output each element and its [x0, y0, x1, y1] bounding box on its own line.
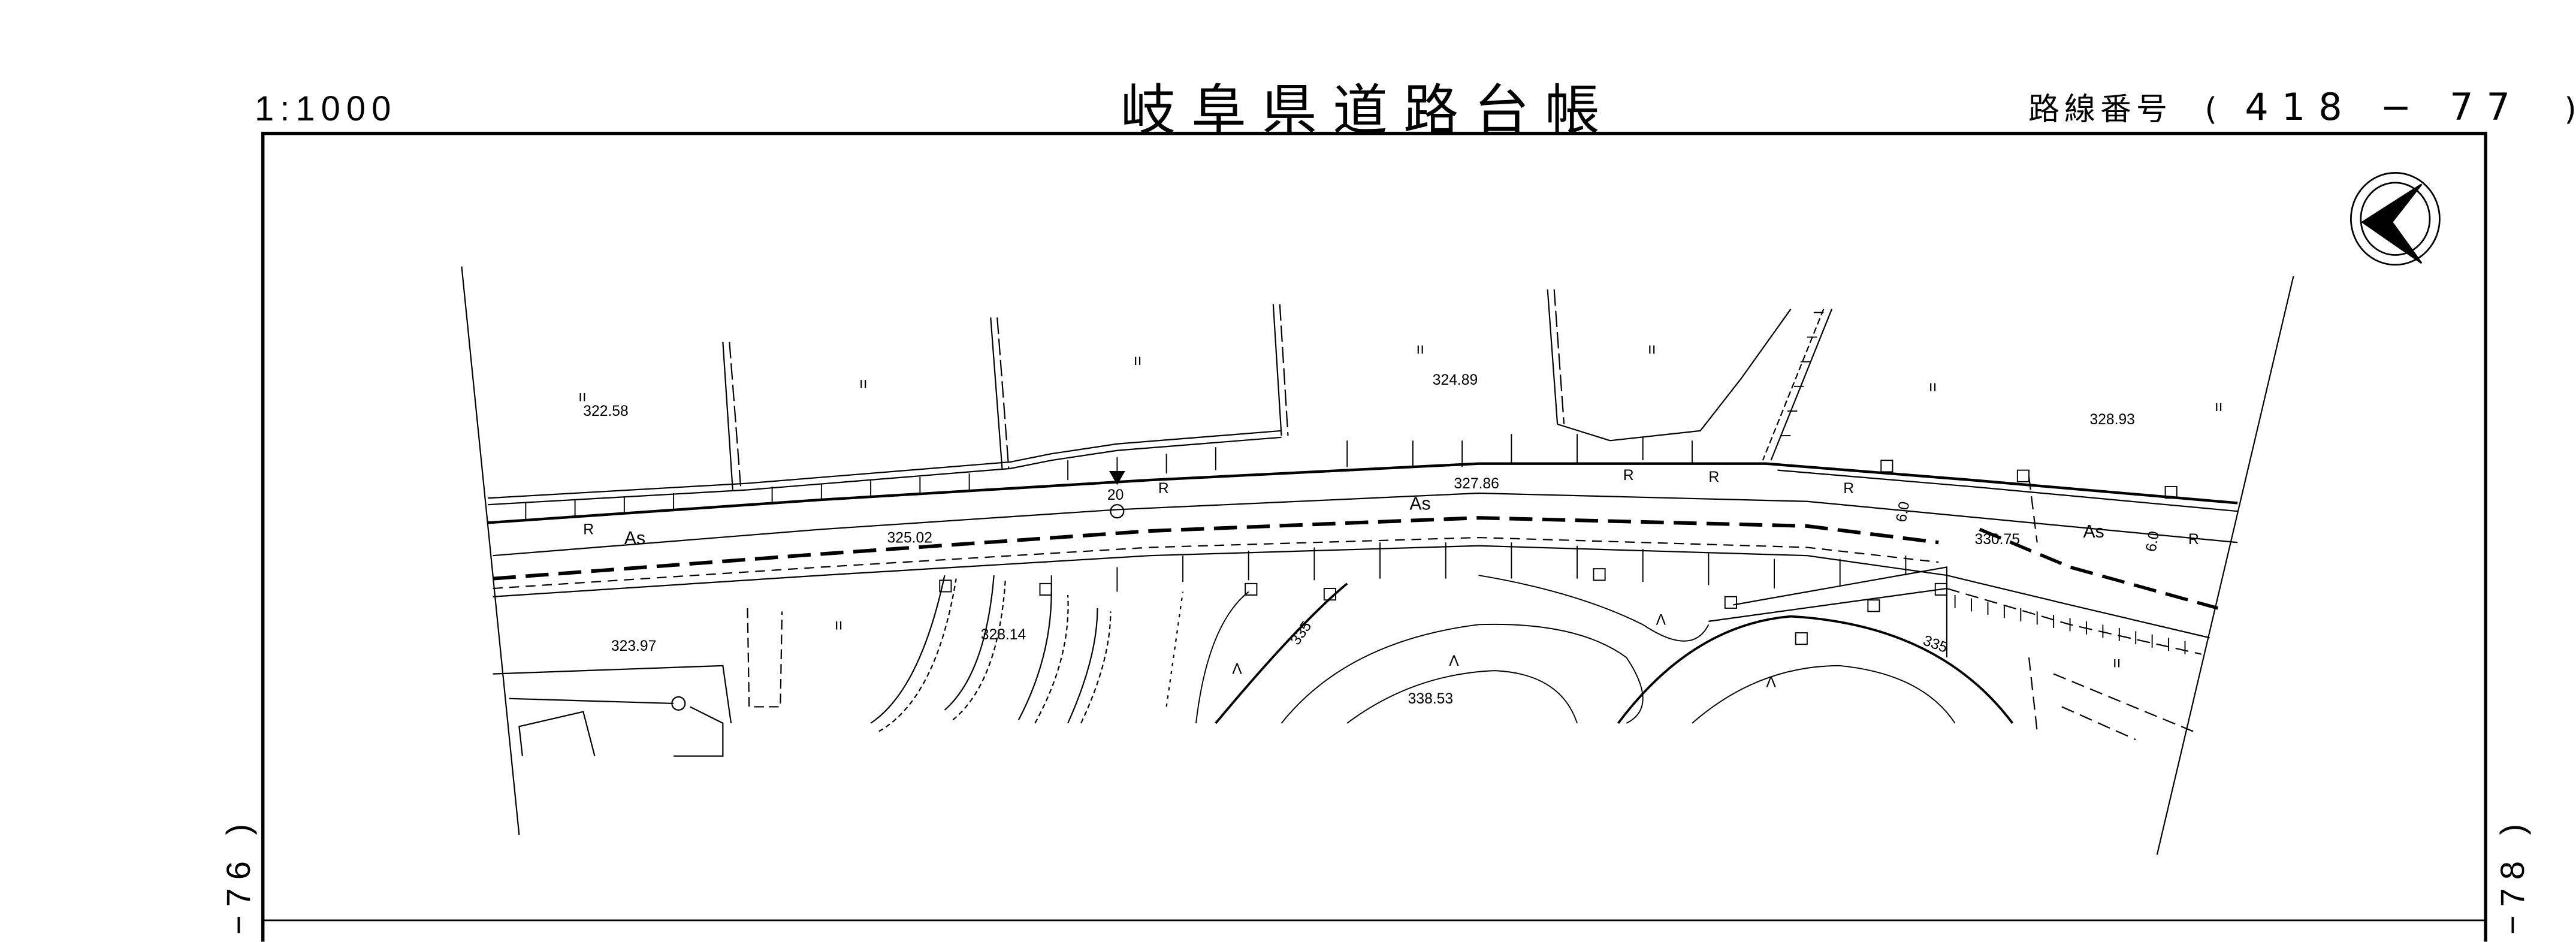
contour-lines — [1195, 575, 2014, 724]
land-use-mark: ıı — [1416, 341, 1424, 357]
land-use-mark: ıı — [578, 388, 587, 404]
sheet-boundary — [461, 266, 2294, 855]
road-mark: R — [1843, 481, 1854, 497]
contour-label: 335 — [1921, 633, 1950, 656]
elevation-label: 325.02 — [887, 530, 932, 546]
land-use-mark: Λ — [1232, 662, 1242, 678]
scale-label: 1:1000 — [255, 89, 397, 128]
road-mark: R — [1158, 481, 1169, 497]
station-marker — [671, 471, 1125, 711]
terraces — [870, 575, 1184, 732]
route-number-label: 路線番号 — [2028, 92, 2173, 128]
land-use-mark: ıı — [1648, 341, 1656, 357]
width-label: 6.0 — [2143, 530, 2163, 552]
close-paren: ) — [2565, 92, 2576, 128]
surface-label: As — [1409, 494, 1430, 514]
map-frame — [261, 131, 2487, 942]
elevation-label: 330.75 — [1975, 532, 2020, 548]
surface-label: As — [2083, 522, 2104, 542]
elevation-label: 323.97 — [611, 638, 656, 654]
road-mark: R — [2188, 532, 2199, 548]
elevation-label: 328.93 — [2089, 412, 2134, 428]
boundary-markers — [939, 460, 2178, 645]
width-label: 6.0 — [1894, 500, 1913, 523]
land-use-mark: ıı — [1929, 379, 1937, 395]
elevation-label: 338.53 — [1408, 691, 1453, 707]
slope-hachures — [525, 312, 2186, 654]
land-use-mark: ıı — [835, 617, 843, 633]
land-use-mark: ıı — [2215, 398, 2223, 415]
road-mark: R — [583, 522, 594, 538]
land-use-mark: Λ — [1656, 612, 1666, 628]
contour-label: 335 — [1288, 618, 1315, 648]
open-paren: ( — [2204, 92, 2222, 128]
surface-label: As — [624, 529, 645, 548]
land-use-mark: ıı — [2113, 655, 2121, 671]
road-mark: R — [1708, 469, 1719, 485]
property-lines — [493, 289, 2194, 757]
elevation-label: 328.14 — [981, 627, 1026, 643]
land-use-mark: Λ — [1449, 653, 1459, 669]
elevation-label: 322.58 — [583, 403, 628, 419]
north-arrow-icon — [2350, 172, 2441, 266]
station-label: 20 — [1107, 487, 1124, 503]
road-mark: R — [1623, 467, 1634, 484]
elevation-label: 327.86 — [1454, 476, 1499, 492]
land-use-mark: ıı — [859, 376, 868, 392]
route-number: 路線番号 ( 418 − 77 ) — [2028, 84, 2576, 129]
land-use-mark: ıı — [1134, 352, 1142, 369]
route-number-value: 418 − 77 — [2245, 85, 2523, 129]
land-use-mark: Λ — [1766, 675, 1776, 691]
elevation-label: 324.89 — [1433, 372, 1478, 388]
